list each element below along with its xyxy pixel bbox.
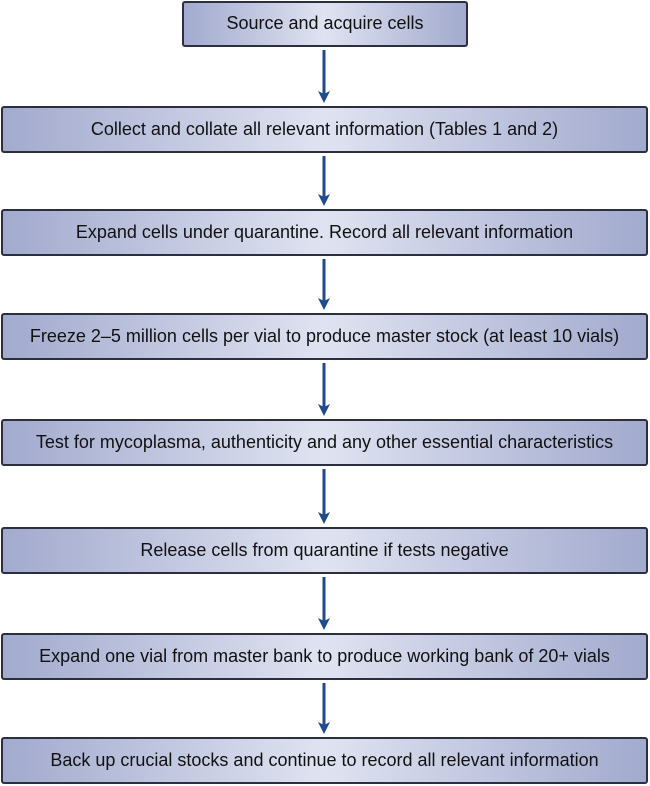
step-2-label: Collect and collate all relevant informa… xyxy=(90,118,559,139)
step-7-expand-working-bank: Expand one vial from master bank to prod… xyxy=(1,633,648,680)
step-1-label: Source and acquire cells xyxy=(226,13,424,34)
step-2-collect-information: Collect and collate all relevant informa… xyxy=(1,106,648,153)
step-5-test-cells: Test for mycoplasma, authenticity and an… xyxy=(1,419,648,466)
step-3-label: Expand cells under quarantine. Record al… xyxy=(75,221,574,242)
step-8-back-up-stocks: Back up crucial stocks and continue to r… xyxy=(1,737,648,784)
step-1-source-acquire-cells: Source and acquire cells xyxy=(182,1,468,47)
step-4-label: Freeze 2–5 million cells per vial to pro… xyxy=(29,325,620,346)
step-3-expand-under-quarantine: Expand cells under quarantine. Record al… xyxy=(1,209,648,256)
step-5-label: Test for mycoplasma, authenticity and an… xyxy=(35,431,614,452)
step-6-release-from-quarantine: Release cells from quarantine if tests n… xyxy=(1,527,648,574)
step-4-freeze-master-stock: Freeze 2–5 million cells per vial to pro… xyxy=(1,313,648,360)
step-7-label: Expand one vial from master bank to prod… xyxy=(39,645,610,666)
step-8-label: Back up crucial stocks and continue to r… xyxy=(50,749,599,770)
step-6-label: Release cells from quarantine if tests n… xyxy=(140,539,509,560)
